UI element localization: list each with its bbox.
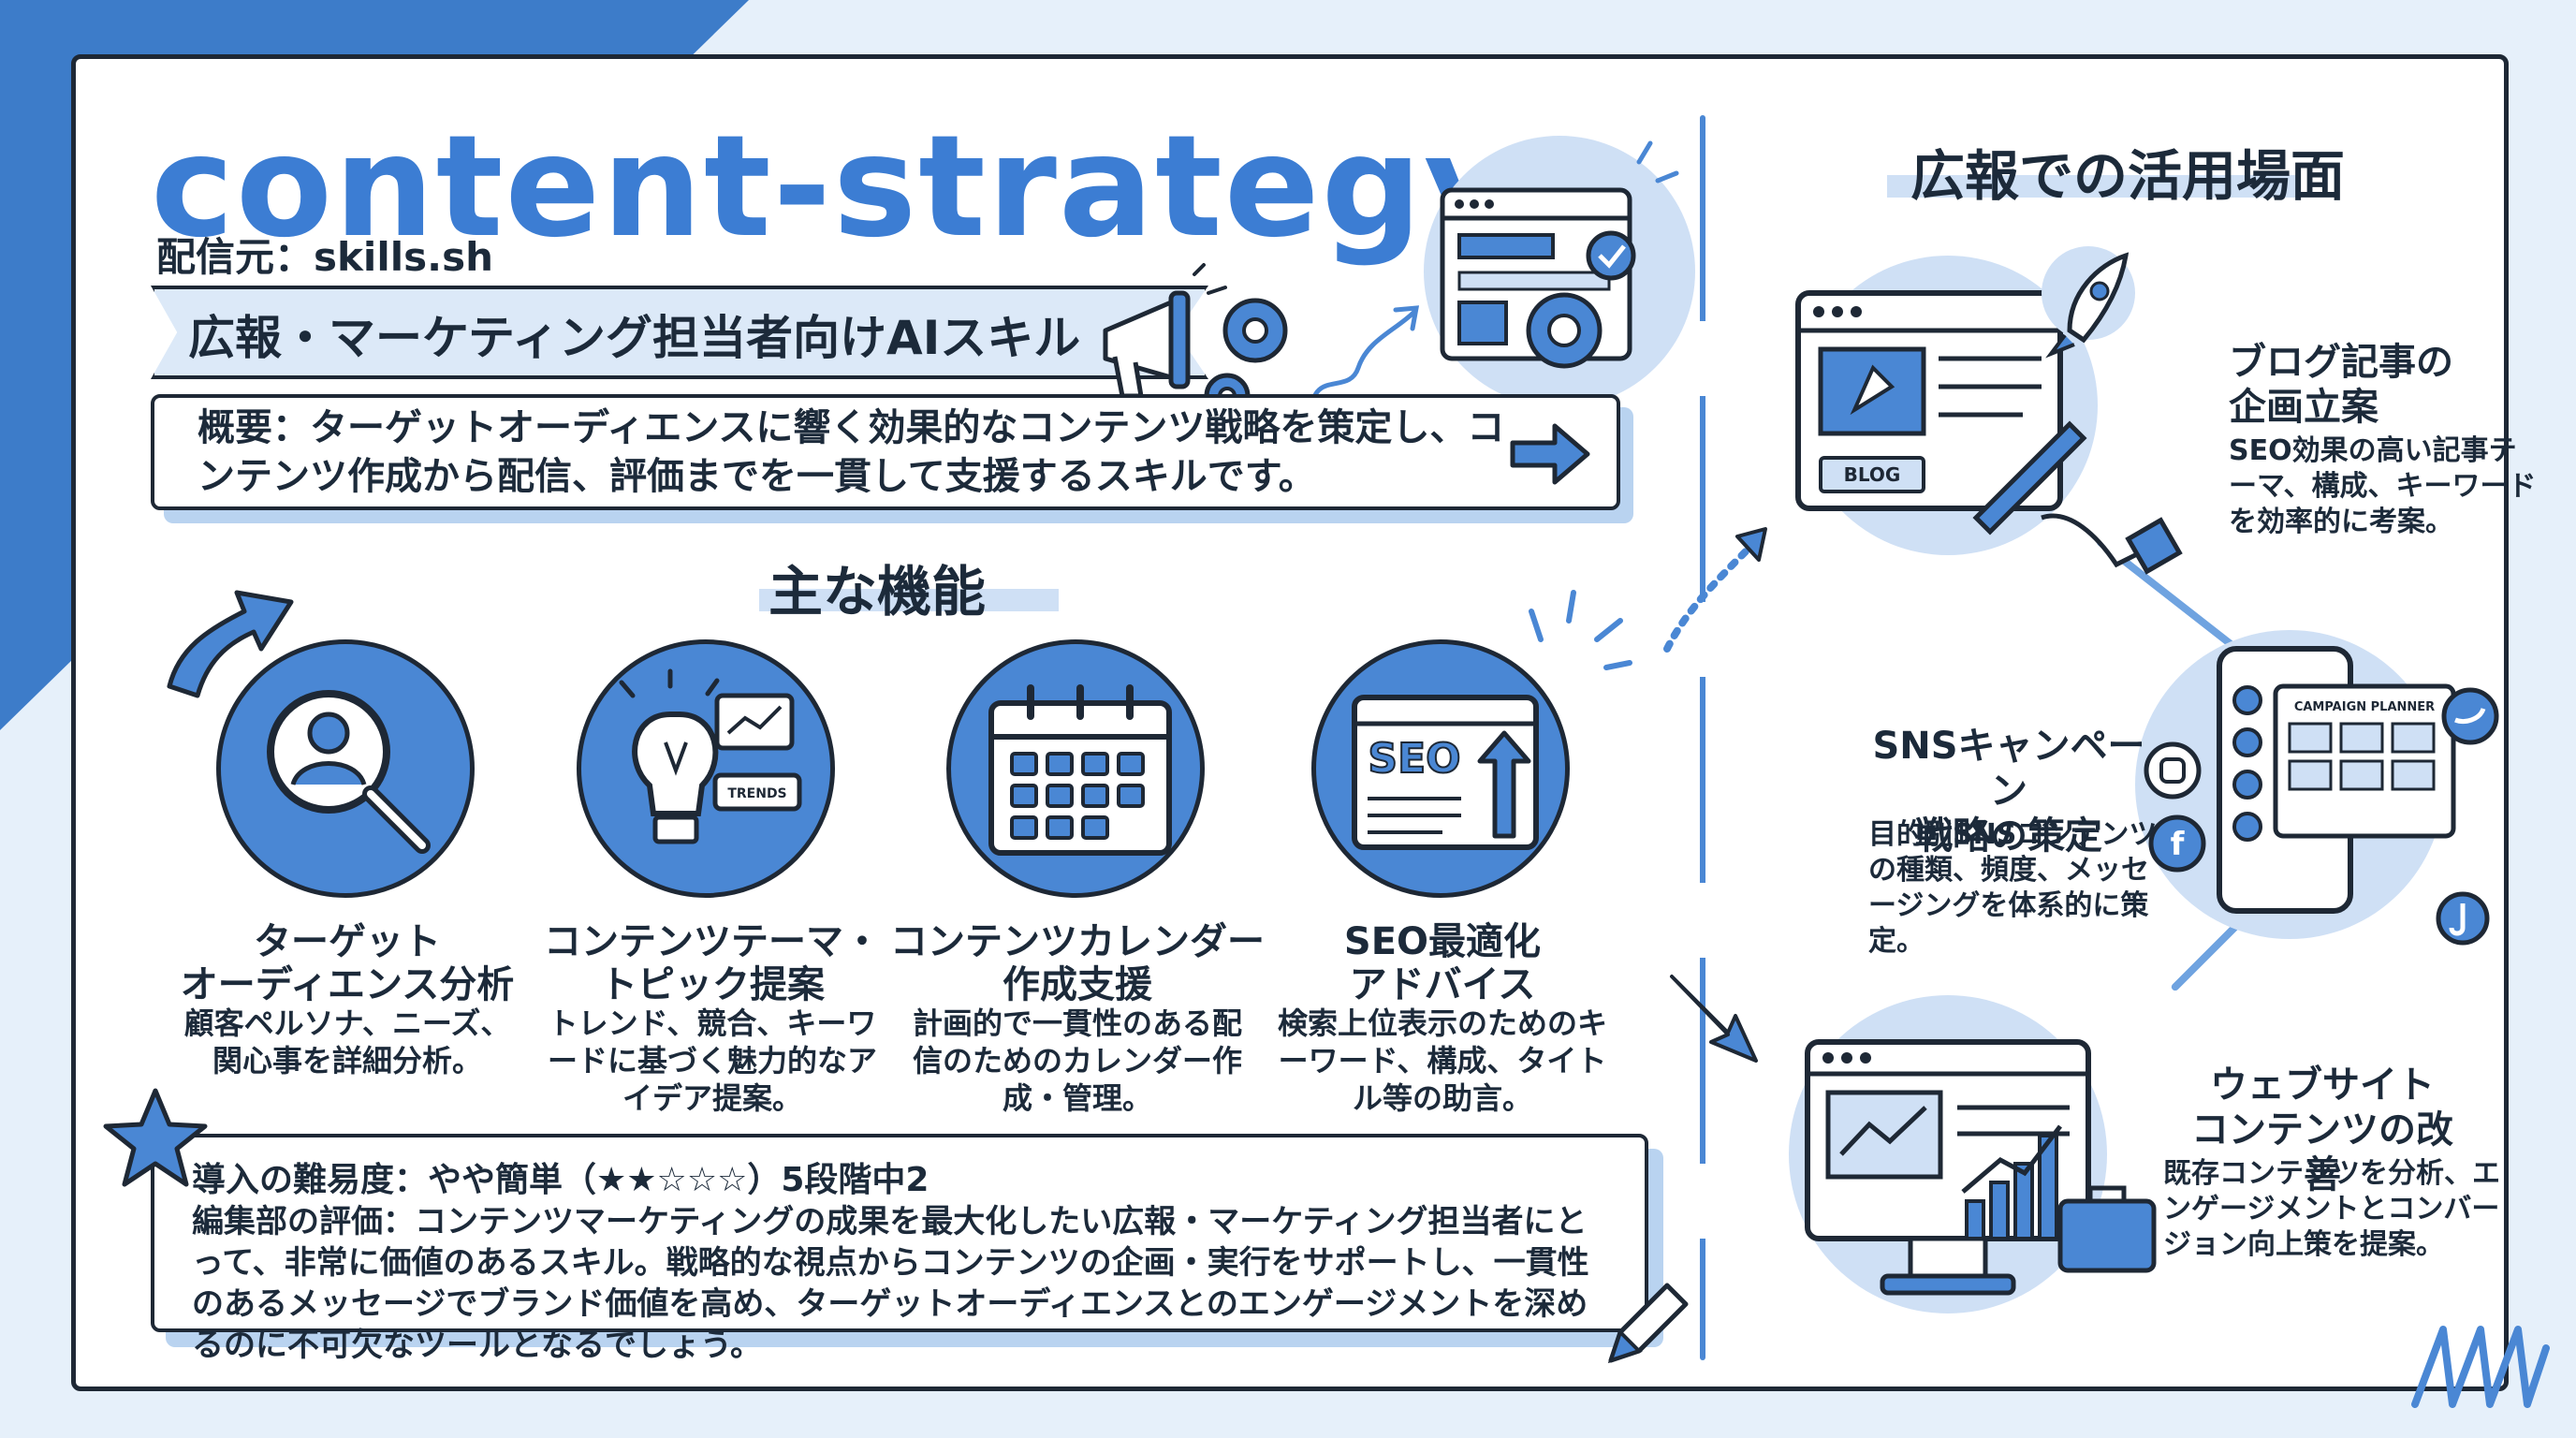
features-title-highlight — [759, 589, 1059, 611]
difficulty-text: 導入の難易度：やや簡単（★★☆☆☆）5段階中2 — [192, 1161, 929, 1199]
uses-title-highlight — [1887, 175, 2299, 198]
evaluation-box — [151, 1134, 1648, 1332]
star-icon — [103, 1088, 208, 1187]
seo-badge: SEO — [1368, 735, 1460, 783]
campaign-planner-badge: CAMPAIGN PLANNER — [2294, 700, 2435, 714]
lightbulb-trends-icon: TRENDS — [619, 668, 802, 844]
blog-badge: BLOG — [1844, 463, 1901, 486]
dotted-arrow-icon — [1663, 527, 1767, 653]
blog-rocket-icon: BLOG — [1795, 246, 2183, 575]
uses-section-title: 広報での活用場面 — [1910, 144, 2346, 208]
feature-circle-1 — [216, 639, 475, 898]
use-desc-1: SEO効果の高い記事テーマ、構成、キーワードを効率的に考案。 — [2229, 434, 2537, 538]
feature-title-2: コンテンツテーマ・ トピック提案 — [544, 920, 881, 1006]
feature-desc-1: 顧客ペルソナ、ニーズ、関心事を詳細分析。 — [183, 1005, 511, 1078]
svg-text:f: f — [2171, 826, 2186, 863]
sparkle-lines-icon — [1529, 590, 1632, 670]
use-desc-3: 既存コンテンツを分析、エンゲージメントとコンバージョン向上策を提案。 — [2163, 1157, 2500, 1261]
arrow-right-icon — [1510, 423, 1590, 485]
source-label: 配信元：skills.sh — [156, 234, 493, 280]
feature-title-3: コンテンツカレンダー 作成支援 — [890, 920, 1265, 1006]
overview-box — [151, 394, 1620, 510]
use-title-1: ブログ記事の 企画立案 — [2229, 341, 2453, 429]
feature-desc-2: トレンド、競合、キーワードに基づく魅力的なアイデア提案。 — [547, 1005, 877, 1116]
review-text: 編集部の評価：コンテンツマーケティングの成果を最大化したい広報・マーケティング担… — [192, 1203, 1589, 1364]
column-divider — [1700, 115, 1705, 1360]
seo-chart-icon: SEO — [1352, 695, 1539, 850]
feature-desc-3: 計画的で一貫性のある配信のためのカレンダー作成・管理。 — [912, 1005, 1242, 1116]
pencil-icon — [1607, 1283, 1689, 1364]
use-title-3: ウェブサイト コンテンツの改善 — [2191, 1064, 2453, 1196]
subtitle-text: 広報・マーケティング担当者向けAIスキル — [188, 311, 1081, 365]
feature-title-4: SEO最適化 アドバイス — [1343, 920, 1542, 1006]
swirl-arrow-icon — [1309, 305, 1420, 418]
browser-window-icon — [1440, 140, 1679, 369]
magnifier-user-icon — [267, 690, 431, 854]
feature-title-1: ターゲット オーディエンス分析 — [180, 920, 515, 1006]
trends-badge: TRENDS — [727, 786, 786, 801]
curved-arrow-icon — [167, 590, 294, 698]
website-monitor-icon — [1805, 1039, 2157, 1296]
page-title: content-strategy — [151, 106, 1517, 269]
calendar-icon — [988, 684, 1172, 856]
main-card: content-strategy 配信元：skills.sh 広報・マーケティン… — [71, 54, 2537, 1391]
feature-desc-4: 検索上位表示のためのキーワード、構成、タイトル等の助言。 — [1277, 1005, 1607, 1116]
sns-phone-icon: CAMPAIGN PLANNER f — [2144, 646, 2499, 946]
features-section-title: 主な機能 — [768, 560, 987, 624]
use-desc-2: 目的別SNSコンテンツの種類、頻度、メッセージングを体系的に策定。 — [1868, 818, 2158, 958]
scribble-decoration — [2411, 1326, 2550, 1408]
use-title-2: SNSキャンペーン 戦略の策定 — [1872, 725, 2145, 858]
overview-text: 概要：ターゲットオーディエンスに響く効果的なコンテンツ戦略を策定し、コンテンツ作… — [198, 406, 1505, 498]
arrow-down-right-icon — [1670, 975, 1758, 1063]
